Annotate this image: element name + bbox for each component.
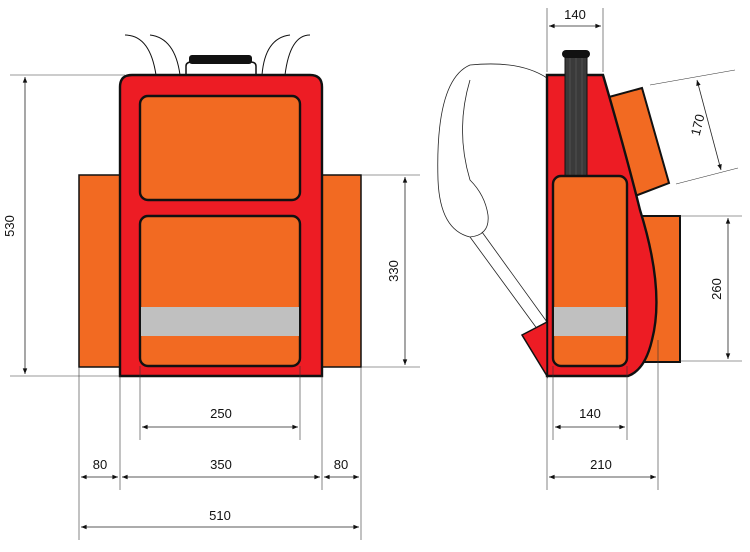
front-extension-lines — [10, 74, 420, 540]
shoulder-strap — [437, 63, 548, 331]
side-reflective-stripe — [554, 307, 626, 336]
top-140-label: 140 — [564, 7, 586, 22]
front-pocket-140-label: 140 — [579, 406, 601, 421]
carry-handle — [185, 55, 257, 75]
side-extension-lines — [546, 8, 742, 490]
panel-250-label: 250 — [210, 406, 232, 421]
total-510-label: 510 — [209, 508, 231, 523]
top-straps — [124, 34, 311, 76]
right-80-label: 80 — [334, 457, 348, 472]
side-pocket-260-label: 260 — [709, 278, 724, 300]
hip-pad — [520, 320, 548, 379]
reflective-stripe — [141, 307, 299, 336]
top-panel — [138, 94, 302, 202]
side-dimension-lines — [549, 23, 731, 480]
front-view: 530 330 250 80 350 80 510 — [2, 34, 420, 540]
grip-handle — [562, 50, 590, 177]
front-pocket — [551, 174, 629, 368]
depth-210-label: 210 — [590, 457, 612, 472]
top-pocket-170-label: 170 — [688, 113, 708, 138]
lower-panel — [138, 214, 302, 368]
side-view: 140 170 260 140 210 — [437, 7, 742, 490]
body-350-label: 350 — [210, 457, 232, 472]
height-530-label: 530 — [2, 215, 17, 237]
left-80-label: 80 — [93, 457, 107, 472]
side-pocket-330-label: 330 — [386, 260, 401, 282]
left-side-pocket — [78, 174, 121, 368]
right-side-pocket — [321, 174, 362, 368]
front-dimension-lines — [22, 77, 408, 530]
